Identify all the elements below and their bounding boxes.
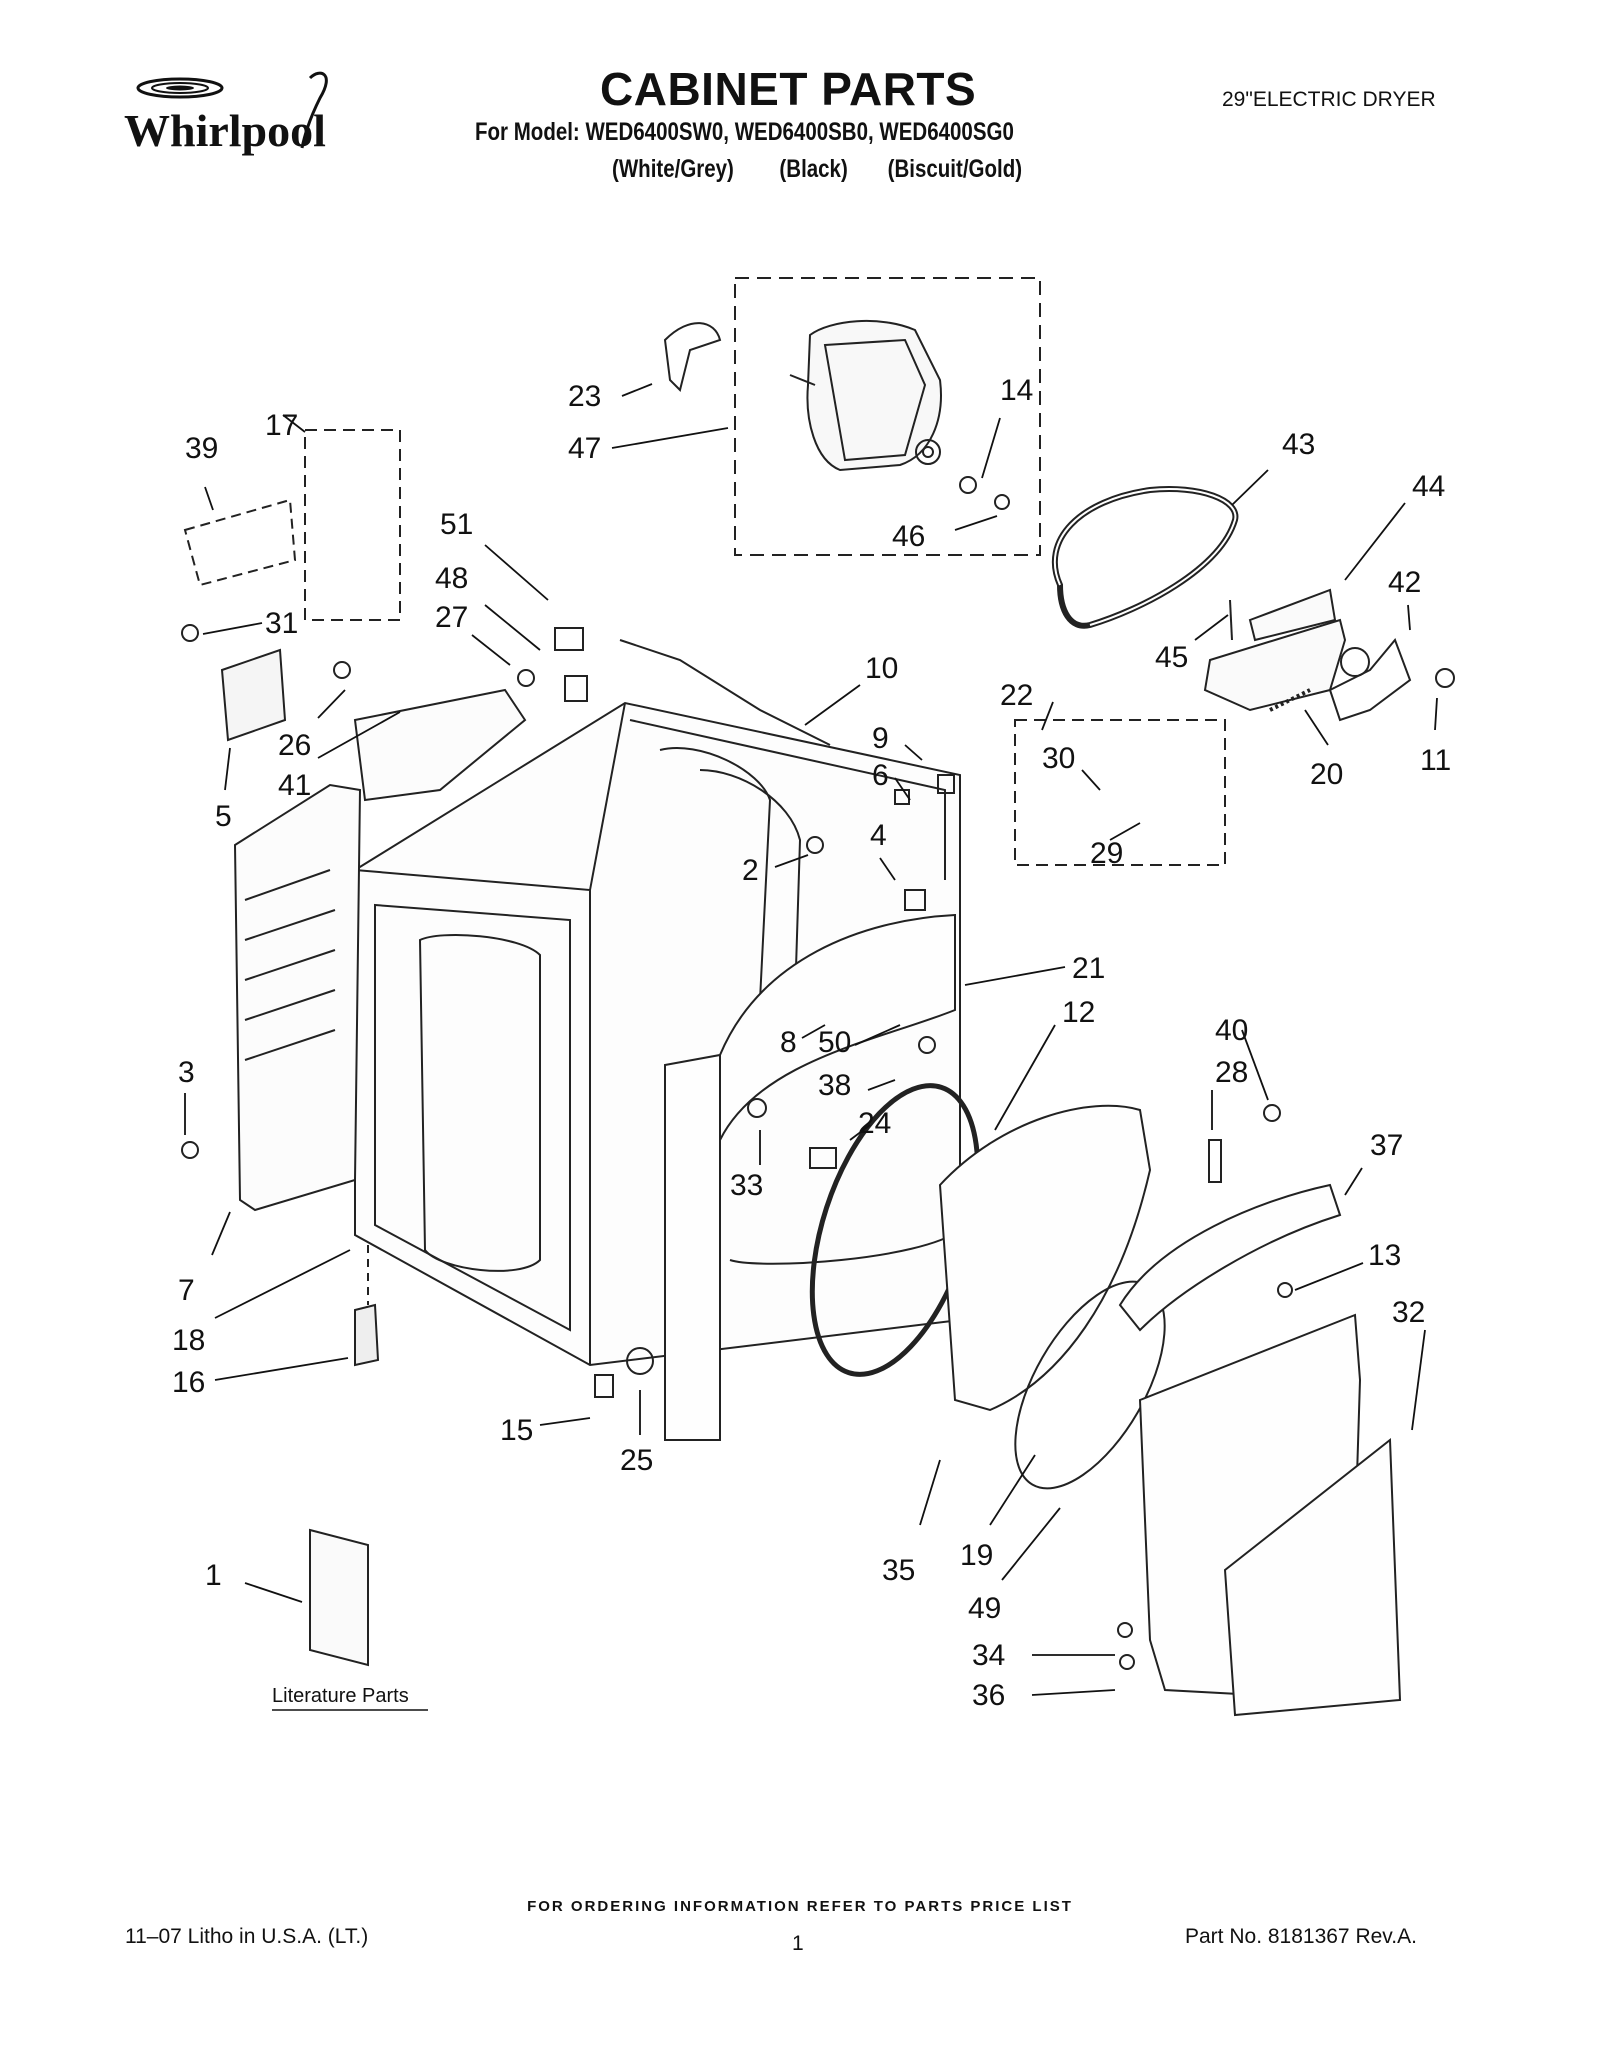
callout-26: 26 xyxy=(278,729,311,762)
callout-10: 10 xyxy=(865,652,898,685)
callout-27: 27 xyxy=(435,601,468,634)
callout-28: 28 xyxy=(1215,1056,1248,1089)
callout-labels: 23 47 14 46 43 44 42 45 11 20 39 17 51 4… xyxy=(172,374,1451,1712)
callout-7: 7 xyxy=(178,1274,195,1307)
callout-39: 39 xyxy=(185,432,218,465)
callout-17: 17 xyxy=(265,409,298,442)
motor-clip xyxy=(663,322,722,392)
callout-9: 9 xyxy=(872,722,889,755)
callout-37: 37 xyxy=(1370,1129,1403,1162)
callout-50: 50 xyxy=(818,1026,851,1059)
page-number: 1 xyxy=(792,1932,804,1955)
callout-11: 11 xyxy=(1420,744,1451,777)
callout-14: 14 xyxy=(1000,374,1033,407)
part-number: Part No. 8181367 Rev.A. xyxy=(1185,1925,1417,1948)
callout-5: 5 xyxy=(215,800,232,833)
callout-41: 41 xyxy=(278,769,311,802)
callout-8: 8 xyxy=(780,1026,797,1059)
idler-spring xyxy=(1269,688,1311,712)
motor-group-box xyxy=(734,277,1041,556)
callout-3: 3 xyxy=(178,1056,195,1089)
callout-38: 38 xyxy=(818,1069,851,1102)
callout-21: 21 xyxy=(1072,952,1105,985)
terminal-cover xyxy=(220,648,287,742)
callout-44: 44 xyxy=(1412,470,1445,503)
callout-48: 48 xyxy=(435,562,468,595)
drive-belt xyxy=(1052,486,1239,629)
callout-2: 2 xyxy=(742,854,759,887)
callout-23: 23 xyxy=(568,380,601,413)
callout-32: 32 xyxy=(1392,1296,1425,1329)
callout-20: 20 xyxy=(1310,758,1343,791)
callout-49: 49 xyxy=(968,1592,1001,1625)
brand-logo-text: Whirlpool xyxy=(124,105,326,156)
harness-group-box xyxy=(1014,719,1226,866)
callout-19: 19 xyxy=(960,1539,993,1572)
callout-6: 6 xyxy=(872,759,889,792)
product-type: 29"ELECTRIC DRYER xyxy=(1222,88,1436,111)
callout-1: 1 xyxy=(205,1559,222,1592)
callout-43: 43 xyxy=(1282,428,1315,461)
cabinet-body xyxy=(354,701,961,1367)
callout-30: 30 xyxy=(1042,742,1075,775)
ordering-note: FOR ORDERING INFORMATION REFER TO PARTS … xyxy=(527,1898,1073,1915)
callout-33: 33 xyxy=(730,1169,763,1202)
callout-13: 13 xyxy=(1368,1239,1401,1272)
door-panel-skin xyxy=(1223,1437,1402,1717)
callout-29: 29 xyxy=(1090,837,1123,870)
idler-pulley xyxy=(1328,638,1412,722)
leveling-leg xyxy=(354,1303,380,1367)
callout-31: 31 xyxy=(265,607,298,640)
callout-51: 51 xyxy=(440,508,473,541)
control-console xyxy=(1118,1183,1342,1332)
callout-4: 4 xyxy=(870,819,887,852)
callout-34: 34 xyxy=(972,1639,1005,1672)
callout-45: 45 xyxy=(1155,641,1188,674)
page-title: CABINET PARTS xyxy=(600,63,977,115)
back-panel-duct xyxy=(353,688,527,802)
callout-12: 12 xyxy=(1062,996,1095,1029)
terminal-caps-box xyxy=(183,498,297,587)
litho-info: 11–07 Litho in U.S.A. (LT.) xyxy=(125,1925,369,1948)
whirlpool-logo: Whirlpool xyxy=(124,71,328,156)
callout-25: 25 xyxy=(620,1444,653,1477)
callout-42: 42 xyxy=(1388,566,1421,599)
callout-18: 18 xyxy=(172,1324,205,1357)
drive-motor xyxy=(789,320,942,472)
callout-36: 36 xyxy=(972,1679,1005,1712)
model-subtitle: For Model: WED6400SW0, WED6400SB0, WED64… xyxy=(475,118,1014,146)
literature-booklet xyxy=(309,1528,369,1667)
door-inner-panel xyxy=(938,1104,1152,1412)
callout-35: 35 xyxy=(882,1554,915,1587)
side-panel xyxy=(233,783,362,1212)
color-variants: (White/Grey) (Black) (Biscuit/Gold) xyxy=(612,155,1023,183)
callout-15: 15 xyxy=(500,1414,533,1447)
callout-46: 46 xyxy=(892,520,925,553)
callout-40: 40 xyxy=(1215,1014,1248,1047)
callout-24: 24 xyxy=(858,1107,891,1140)
terminal-group-box xyxy=(304,429,401,621)
front-panel xyxy=(664,913,956,1441)
literature-parts-label: Literature Parts xyxy=(272,1685,409,1707)
callout-22: 22 xyxy=(1000,679,1033,712)
callout-47: 47 xyxy=(568,432,601,465)
callout-16: 16 xyxy=(172,1366,205,1399)
